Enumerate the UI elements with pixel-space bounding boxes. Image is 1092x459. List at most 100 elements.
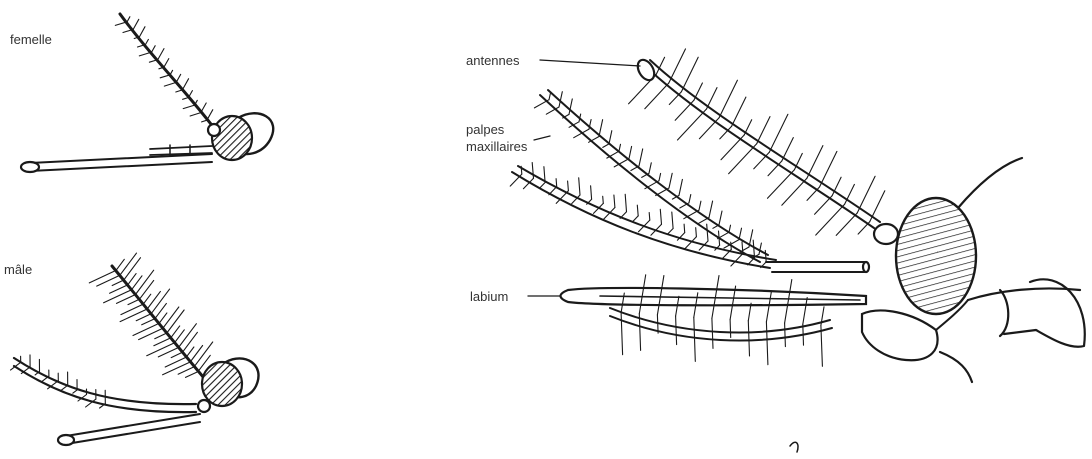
palp-bristle	[660, 209, 661, 224]
palp-bristle	[637, 205, 638, 216]
palp-bristle	[649, 163, 651, 174]
male-palp	[11, 355, 197, 412]
antenna-bristle	[815, 196, 833, 215]
antenna-bristle	[115, 22, 127, 26]
antenna-bristle	[721, 135, 744, 160]
labium-label: labium	[470, 289, 508, 304]
palp-bristle	[603, 196, 604, 203]
antenna-bristle	[744, 120, 752, 135]
antenna-bristle	[104, 290, 132, 303]
antenna-bristle	[186, 347, 194, 357]
palp-bristle	[621, 313, 623, 355]
antenna-bristle	[171, 326, 180, 338]
palp-bristle	[521, 166, 522, 174]
antenna-bristle	[669, 49, 686, 83]
palp-bristle	[707, 224, 708, 241]
antenna-bristle	[128, 274, 136, 285]
antenna-bristle	[139, 52, 151, 56]
antenna-bristle	[170, 70, 173, 75]
palp-bristle	[639, 149, 643, 166]
female-label: femelle	[10, 32, 52, 47]
antenna-bristle	[110, 285, 128, 293]
palp-bristle	[73, 390, 77, 393]
palp-bristle	[657, 315, 658, 333]
palp-bristle	[532, 163, 533, 179]
maxillary-palp-upper	[534, 90, 768, 262]
palp-bristle	[659, 173, 661, 180]
male-plumose-antenna	[89, 253, 212, 378]
palp-bristle	[684, 210, 699, 219]
palp-bristle	[672, 212, 673, 228]
antenna-bristle	[694, 83, 703, 100]
palp-bristle	[730, 320, 731, 338]
palp-bristle	[668, 229, 673, 234]
antenna-bristle	[163, 362, 191, 375]
antenna-bristle	[171, 352, 182, 357]
antenna-bristle	[681, 57, 698, 91]
antenna-bristle	[768, 170, 795, 199]
antenna-bristle	[152, 46, 156, 52]
palp-bristle	[609, 131, 612, 144]
antenna-bristle	[139, 280, 153, 299]
palp-bristle	[785, 323, 786, 347]
antenna-bristle	[89, 270, 116, 283]
antenna-base	[874, 224, 898, 244]
palp-bristle	[603, 144, 609, 148]
antenna-bristle	[629, 74, 657, 104]
antenna-bristle	[719, 80, 737, 118]
antenna-bristle	[143, 294, 151, 304]
antenna-bristle	[699, 118, 719, 139]
maxillary-palp-lower	[510, 163, 776, 268]
antenna-bristle	[183, 98, 189, 100]
antenna-bristle	[142, 319, 155, 325]
antenna-bristle	[147, 291, 160, 309]
palp-bristle	[591, 186, 592, 199]
antenna-bristle	[136, 314, 151, 321]
female-palps	[150, 145, 212, 155]
detailed-head-figure	[510, 49, 1085, 452]
palp-bristle	[568, 181, 569, 191]
antenna-bristle	[782, 178, 807, 205]
antenna-bristle	[176, 90, 183, 92]
female-proboscis	[21, 154, 212, 172]
antenna-bristle	[858, 222, 870, 234]
palp-bristle	[699, 201, 701, 210]
antenna-bristle	[194, 342, 213, 367]
palp-bristle	[619, 144, 621, 151]
antenna-bristle	[182, 332, 197, 352]
antenna-bristle	[754, 152, 770, 169]
antenna-bristle	[189, 91, 193, 98]
antenna-bristle	[807, 187, 820, 200]
palp-bristle	[549, 92, 551, 100]
palp-bristle	[709, 201, 713, 218]
palps-leader-line	[534, 136, 550, 140]
antenna-bristle	[121, 304, 143, 315]
female-antenna	[115, 14, 214, 128]
antenna-bristle	[820, 151, 837, 187]
antenna-bristle	[160, 75, 170, 78]
female-head	[208, 113, 273, 160]
antenna-bristle	[757, 117, 770, 144]
antenna-bristle	[120, 253, 137, 275]
antenna-bristle	[167, 310, 184, 333]
palp-bristle	[579, 178, 580, 195]
antenna-bristle	[159, 313, 167, 324]
male-proboscis	[58, 414, 200, 445]
palps-label-line1: palpes	[466, 122, 505, 137]
palp-bristle	[556, 179, 557, 187]
eye-bottom-stroke	[790, 442, 798, 452]
palp-bristle	[656, 188, 669, 196]
antenna-bristle	[870, 191, 885, 222]
antenna-bristle	[669, 92, 681, 105]
antenna-bristle	[154, 338, 171, 346]
antenna-bristle	[175, 330, 185, 343]
antenna-bristle	[120, 309, 147, 322]
antenna-bristle	[183, 105, 194, 109]
antenna-bristle	[164, 59, 169, 68]
palp-bristle	[534, 100, 549, 108]
antenna-bristle	[645, 83, 669, 109]
antenna-bristle	[186, 372, 199, 378]
female-head-figure	[21, 14, 273, 172]
palps-label-line2: maxillaires	[466, 139, 528, 154]
antenna-bristle	[97, 275, 120, 286]
